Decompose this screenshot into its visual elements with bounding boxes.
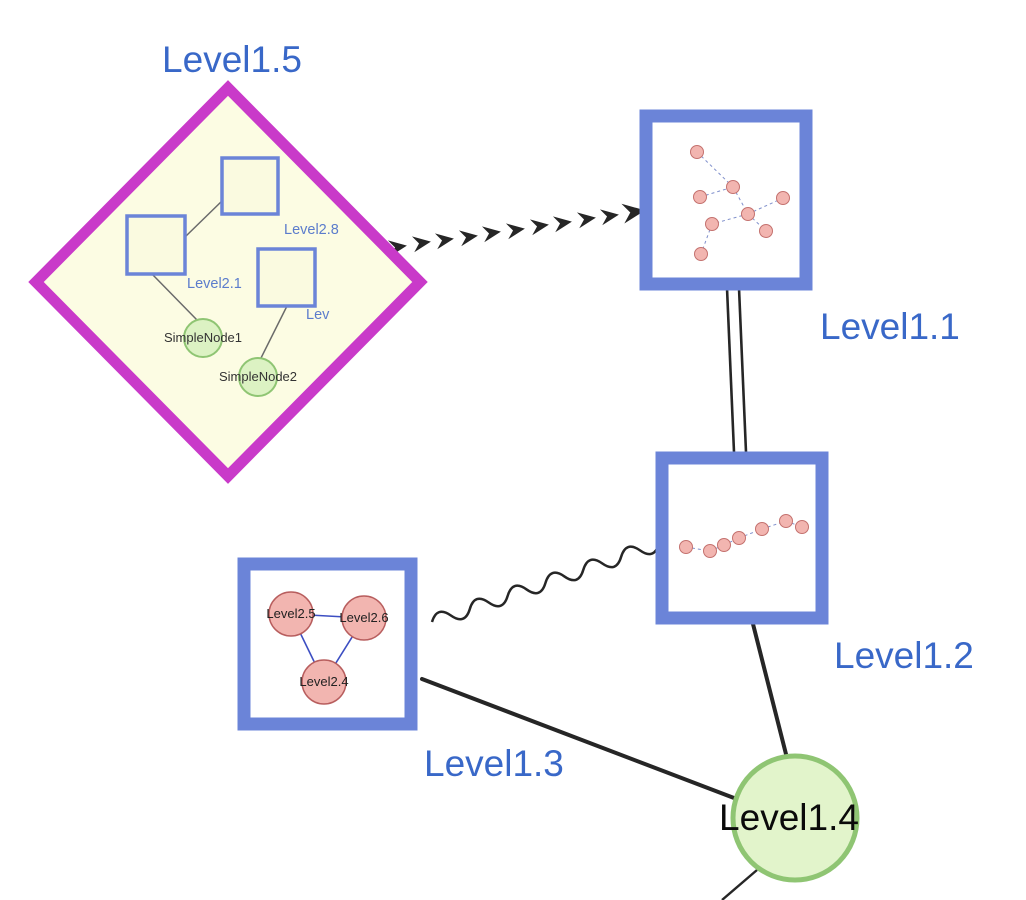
label-level13: Level1.3 xyxy=(424,743,564,784)
edge-lev-simplenode2 xyxy=(260,305,288,359)
mini-node xyxy=(732,531,746,545)
node-level14[interactable] xyxy=(730,753,860,883)
label-level2-8: Level2.8 xyxy=(284,222,339,238)
mini-node xyxy=(726,180,740,194)
arrow-dash xyxy=(552,213,574,233)
node-simplenode1[interactable] xyxy=(183,318,223,358)
mini-node xyxy=(759,224,773,238)
mini-node xyxy=(755,522,769,536)
mini-node xyxy=(717,538,731,552)
node-level15-diamond[interactable] xyxy=(28,80,428,484)
arrow-dash xyxy=(411,233,433,253)
node-level2-4[interactable] xyxy=(301,659,347,705)
arrow-dash xyxy=(599,206,621,226)
edge-level21-level28 xyxy=(184,198,225,238)
label-level2-4: Level2.4 xyxy=(299,674,348,689)
mini-node xyxy=(693,190,707,204)
label-level14: Level1.4 xyxy=(719,797,859,838)
mini-node xyxy=(779,514,793,528)
mini-node xyxy=(690,145,704,159)
arrow-dash xyxy=(481,223,503,243)
arrow-dash xyxy=(529,216,551,236)
label-simplenode1: SimpleNode1 xyxy=(164,330,242,345)
edge-level14-offscreen xyxy=(721,869,758,900)
node-level2-5[interactable] xyxy=(268,591,314,637)
edge-level12-level14[interactable] xyxy=(751,622,790,764)
arrow-dash xyxy=(576,209,598,229)
edge-level13-level14[interactable] xyxy=(420,677,757,808)
node-lev-square[interactable] xyxy=(256,247,317,308)
mini-node xyxy=(741,207,755,221)
level12-minigraph xyxy=(679,514,809,558)
node-level11-group xyxy=(639,109,813,291)
label-level12: Level1.2 xyxy=(834,635,974,676)
node-level12-group xyxy=(655,451,829,625)
mini-node xyxy=(679,540,693,554)
mini-node xyxy=(703,544,717,558)
node-level13-group: Level2.5 Level2.6 Level2.4 xyxy=(237,557,418,731)
label-level2-5: Level2.5 xyxy=(266,606,315,621)
edge-level11-level12-double[interactable] xyxy=(725,287,748,453)
node-level2-1-square[interactable] xyxy=(125,214,187,276)
arrow-dash xyxy=(505,220,527,240)
mini-node xyxy=(705,217,719,231)
label-level2-1: Level2.1 xyxy=(187,276,242,292)
mini-node xyxy=(776,191,790,205)
node-simplenode2[interactable] xyxy=(238,357,278,397)
label-level15: Level1.5 xyxy=(162,39,302,80)
node-level15-group: Level2.8 Level2.1 Lev SimpleNode1 Simple… xyxy=(28,80,428,484)
node-level2-8-square[interactable] xyxy=(220,156,280,216)
arrow-dash xyxy=(458,227,480,247)
node-level11[interactable] xyxy=(639,109,813,291)
mini-node xyxy=(694,247,708,261)
label-simplenode2: SimpleNode2 xyxy=(219,369,297,384)
node-level2-6[interactable] xyxy=(341,595,387,641)
arrow-dash xyxy=(434,230,456,250)
edge-level13-level12-wavy[interactable] xyxy=(430,537,661,628)
edge-level21-simplenode1 xyxy=(151,273,198,321)
level13-minigraph: Level2.5 Level2.6 Level2.4 xyxy=(266,591,389,705)
node-level14-group: Level1.4 xyxy=(719,753,860,883)
label-level11: Level1.1 xyxy=(820,306,960,347)
edge-level15-level11[interactable] xyxy=(387,200,647,257)
label-level2-6: Level2.6 xyxy=(339,610,388,625)
label-lev: Lev xyxy=(306,307,330,323)
mini-node xyxy=(795,520,809,534)
level11-minigraph xyxy=(690,145,790,261)
